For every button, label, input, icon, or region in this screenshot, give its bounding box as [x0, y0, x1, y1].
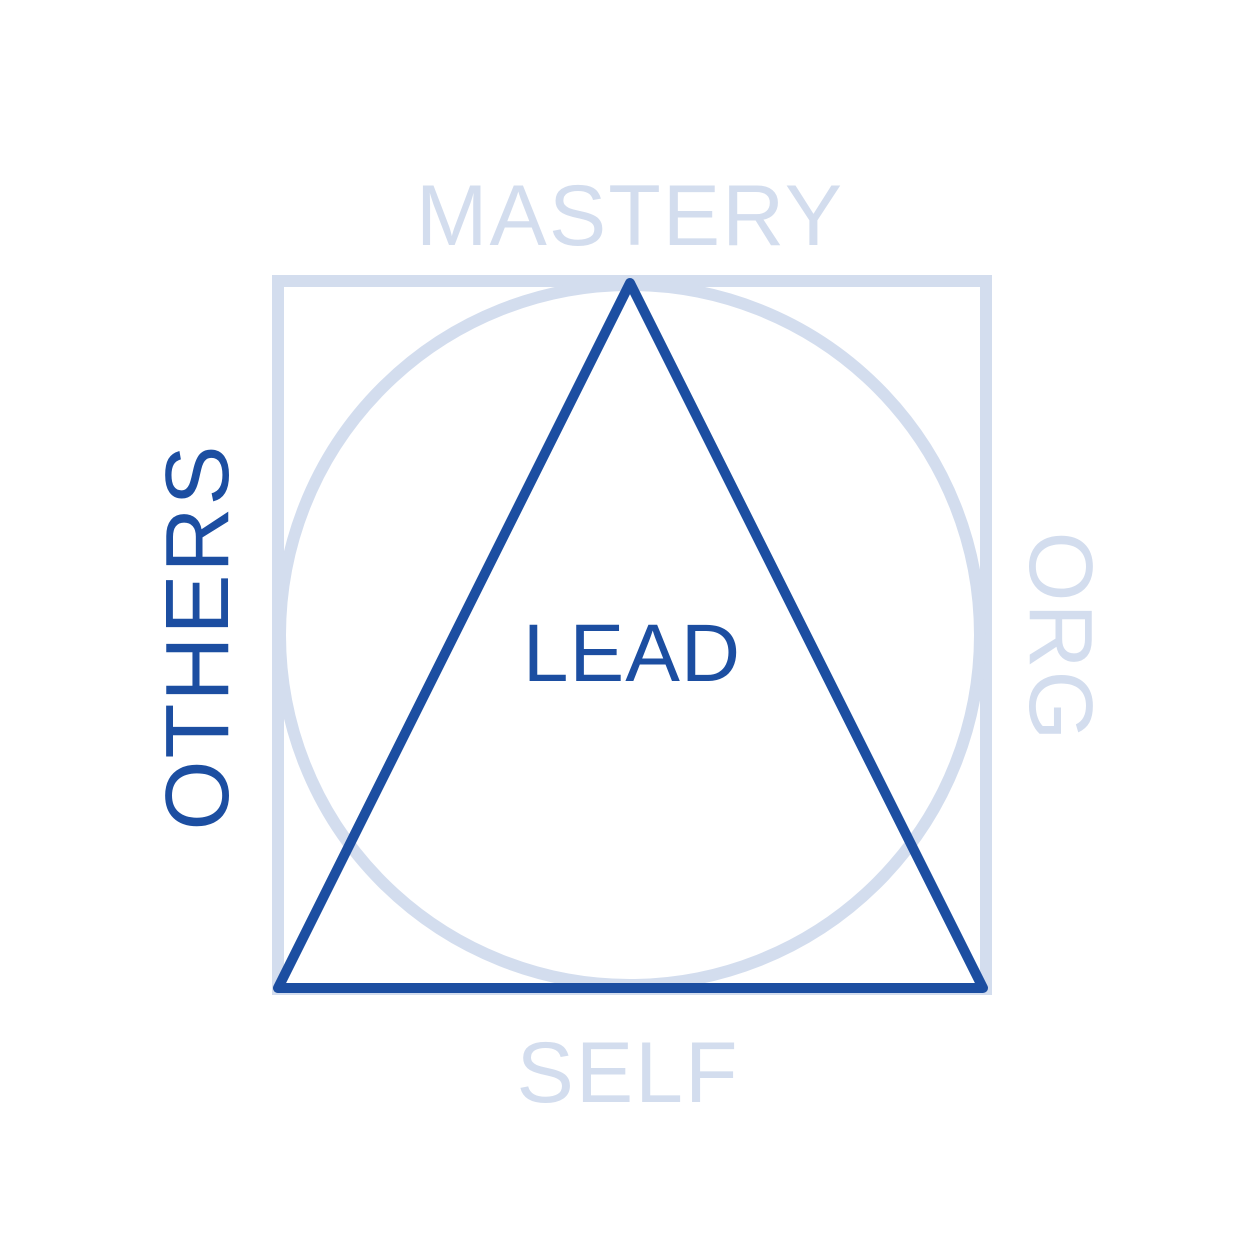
label-mastery: MASTERY	[416, 168, 844, 264]
label-lead: LEAD	[523, 608, 741, 699]
triangle-outline	[273, 278, 988, 993]
label-others: OTHERS	[148, 443, 248, 830]
label-org: ORG	[1010, 531, 1110, 742]
label-self: SELF	[516, 1025, 739, 1121]
